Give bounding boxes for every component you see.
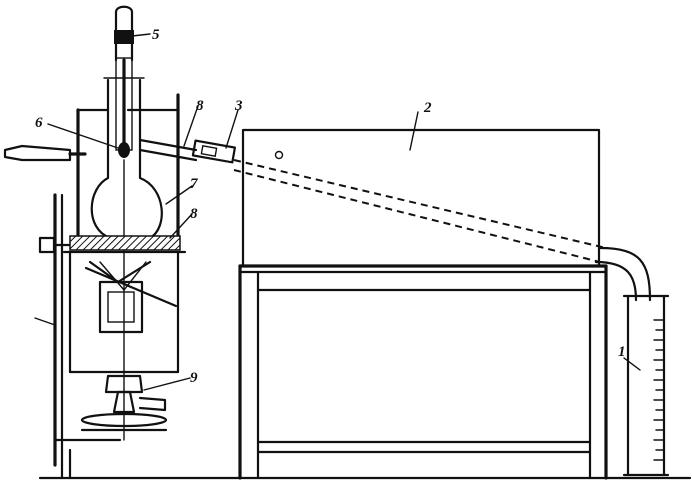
bath-table (238, 264, 608, 480)
flask (90, 77, 163, 240)
label-8-mid: 8 (190, 206, 198, 222)
label-5: 5 (152, 27, 160, 43)
tube-connector (191, 139, 237, 164)
label-8-top: 8 (196, 98, 204, 114)
label-1: 1 (618, 344, 626, 360)
outlet-bend (594, 246, 652, 302)
label-3: 3 (234, 98, 243, 114)
gauze-ring (62, 235, 187, 254)
callout-labels: 5 6 8 3 2 7 8 9 1 (35, 27, 626, 386)
graduated-cylinder (622, 294, 670, 477)
cylinder-graduations (653, 319, 665, 461)
water-bath (241, 128, 601, 268)
leader-lines (47, 33, 641, 391)
bunsen-burner (80, 374, 168, 432)
label-6: 6 (35, 115, 43, 131)
thermometer (114, 5, 134, 441)
condenser-tube (233, 150, 607, 263)
label-7: 7 (190, 176, 198, 192)
heating-jacket (76, 93, 180, 237)
label-2: 2 (423, 100, 432, 116)
side-arm-tube (138, 138, 198, 162)
label-9: 9 (190, 370, 198, 386)
burner-chimney (68, 250, 180, 374)
